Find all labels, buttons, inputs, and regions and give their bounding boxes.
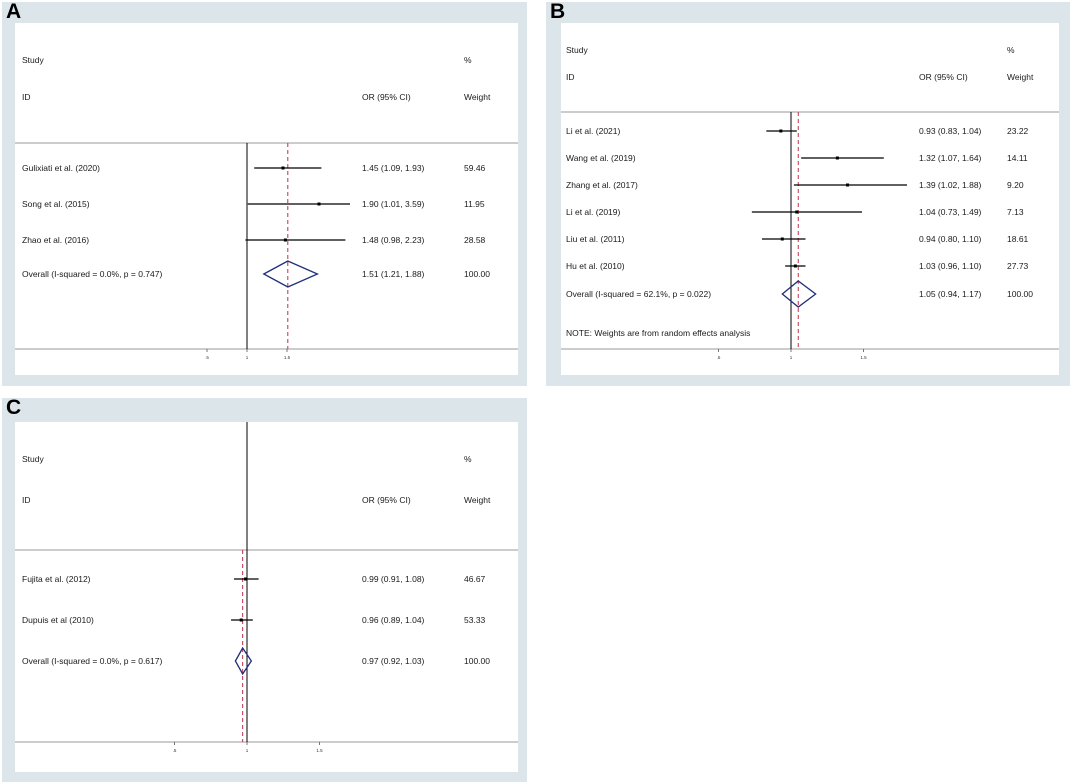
panel-b-header-weight: Weight [1007,72,1034,82]
panel-b-study-weight: 23.22 [1007,126,1029,136]
panel-b-overall-weight: 100.00 [1007,289,1033,299]
panel-c-study-label: Dupuis et al (2010) [22,615,94,625]
panel-b-study-label: Wang et al. (2019) [566,153,636,163]
panel-c-tick-label: 1.5 [316,748,323,753]
panel-c-overall-label: Overall (I-squared = 0.0%, p = 0.617) [22,656,162,666]
panel-b-tick-label: .5 [717,355,721,360]
forest-plot-b: Study% ID OR (95% CI) Weight Li et al. (2021… [561,45,1059,360]
panel-b-overall-ci: 1.05 (0.94, 1.17) [919,289,982,299]
panel-a-header-or: OR (95% CI) [362,92,411,102]
panel-b-tick-label: 1 [790,355,793,360]
panel-c-tick-label: .5 [173,748,177,753]
panel-a-study-ci: 1.90 (1.01, 3.59) [362,199,425,209]
panel-c-study-weight: 46.67 [464,574,486,584]
panel-a-header-study: Study [22,55,44,65]
panel-a-study-label: Song et al. (2015) [22,199,90,209]
panel-b-study-weight: 14.11 [1007,153,1028,163]
panel-c-overall-ci: 0.97 (0.92, 1.03) [362,656,425,666]
panel-a-header-id: ID [22,92,31,102]
panel-b-study-ci: 1.03 (0.96, 1.10) [919,261,982,271]
panel-b-study-weight: 27.73 [1007,261,1029,271]
panel-a-study-label: Zhao et al. (2016) [22,235,89,245]
panel-c-header-or: OR (95% CI) [362,495,411,505]
panel-b-study-ci: 0.94 (0.80, 1.10) [919,234,982,244]
panel-a-point-estimate [281,166,285,170]
panel-c-header-weight: Weight [464,495,491,505]
panel-a-tick-label: 1 [246,355,249,360]
panel-a-header-pct: % [464,55,472,65]
panel-a-study-weight: 59.46 [464,163,486,173]
panel-c-letter: C [6,396,22,419]
panel-c-study-weight: 53.33 [464,615,486,625]
panel-a-tick-label: .5 [205,355,209,360]
panel-b-point-estimate [846,183,850,187]
panel-b-header-id: ID [566,72,575,82]
panel-b-overall-label: Overall (I-squared = 62.1%, p = 0.022) [566,289,711,299]
panel-b-overall-diamond [781,280,817,308]
panel-b-study-weight: 18.61 [1007,234,1029,244]
panel-b-study-label: Zhang et al. (2017) [566,180,638,190]
panel-a-study-ci: 1.48 (0.98, 2.23) [362,235,425,245]
panel-a-study-weight: 11.95 [464,199,485,209]
panel-c-study-ci: 0.99 (0.91, 1.08) [362,574,425,584]
panel-a-header-weight: Weight [464,92,491,102]
panel-c-header-id: ID [22,495,31,505]
panel-b-study-label: Li et al. (2021) [566,126,621,136]
panel-a-study-weight: 28.58 [464,235,486,245]
panel-b-study-ci: 1.39 (1.02, 1.88) [919,180,982,190]
panel-a-overall-label: Overall (I-squared = 0.0%, p = 0.747) [22,269,162,279]
panel-b-study-weight: 9.20 [1007,180,1024,190]
panel-b-point-estimate [793,264,797,268]
panel-b-study-label: Liu et al. (2011) [566,234,625,244]
panel-a-tick-label: 1.5 [284,355,291,360]
panel-b-study-weight: 7.13 [1007,207,1024,217]
panel-b-letter: B [550,0,566,23]
panel-a-point-estimate [283,238,287,242]
panel-c-study-label: Fujita et al. (2012) [22,574,91,584]
panel-a-point-estimate [317,202,321,206]
panel-b-header-study: Study [566,45,588,55]
panel-c-header-pct: % [464,454,472,464]
panel-b-study-ci: 1.04 (0.73, 1.49) [919,207,982,217]
panel-b-point-estimate [795,210,799,214]
panel-b-study-label: Hu et al. (2010) [566,261,625,271]
panel-a-letter: A [6,0,22,23]
panel-b-plot: Study% ID OR (95% CI) Weight Li et al. (2021… [561,23,1059,375]
panel-b-note: NOTE: Weights are from random effects an… [566,328,750,338]
panel-a-study-label: Gulixiati et al. (2020) [22,163,100,173]
panel-b-tick-label: 1.5 [860,355,867,360]
panel-b-study-label: Li et al. (2019) [566,207,621,217]
panel-b-point-estimate [779,129,783,133]
panel-b-point-estimate [780,237,784,241]
panel-a-overall-ci: 1.51 (1.21, 1.88) [362,269,425,279]
panel-c-point-estimate [244,577,248,581]
panel-c-study-ci: 0.96 (0.89, 1.04) [362,615,425,625]
panel-b-study-ci: 0.93 (0.83, 1.04) [919,126,982,136]
panel-b-header-or: OR (95% CI) [919,72,968,82]
panel-a-study-ci: 1.45 (1.09, 1.93) [362,163,425,173]
panel-b-study-ci: 1.32 (1.07, 1.64) [919,153,982,163]
panel-b-point-estimate [835,156,839,160]
panel-c-overall-diamond [234,646,253,676]
panel-a-overall-weight: 100.00 [464,269,490,279]
panel-b: B Study% ID OR (95% CI) Weight Li et al. (20… [546,0,1070,386]
panel-c-overall-weight: 100.00 [464,656,490,666]
panel-a-overall-diamond [262,260,320,288]
panel-b-header-pct: % [1007,45,1015,55]
panel-c-point-estimate [239,618,243,622]
panel-c-tick-label: 1 [246,748,249,753]
panel-c-header-study: Study [22,454,44,464]
